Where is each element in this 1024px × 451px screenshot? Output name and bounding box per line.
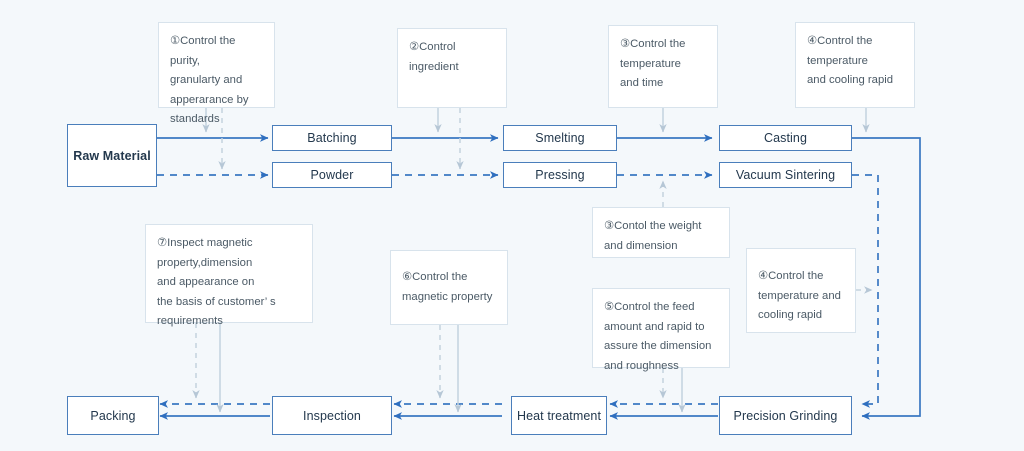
- note-control-feed-amount: ⑤Control the feed amount and rapid to as…: [592, 288, 730, 372]
- note-line: cooling rapid: [758, 309, 823, 321]
- process-raw-material[interactable]: Raw Material: [67, 124, 157, 187]
- note-line: and cooling rapid: [807, 74, 894, 86]
- note-line: assure the dimension: [604, 340, 712, 352]
- note-line: ⑤Control the feed: [604, 301, 695, 313]
- note-line: ④Control the: [807, 35, 873, 47]
- note-line: ④Control the: [758, 270, 824, 282]
- note-line: temperature and: [758, 289, 841, 302]
- note-line: property,dimension: [157, 256, 253, 269]
- link-sintering-to-grinding: [852, 174, 879, 408]
- note-control-raw-material: ①Control the purity, granularty and appe…: [158, 22, 275, 125]
- note-line: ③Contol the weight: [604, 220, 702, 232]
- note-control-temperature-cooling-top: ④Control the temperature and cooling rap…: [795, 22, 915, 108]
- note-line: granularty and: [170, 74, 243, 86]
- note-line: ⑦Inspect magnetic: [157, 237, 253, 249]
- note-line: the basis of customer’ s: [157, 295, 276, 308]
- note-line: apperarance by: [170, 93, 249, 106]
- note-line: and dimension: [604, 239, 678, 252]
- note-line: standards: [170, 113, 220, 125]
- note-control-temperature-cooling-right: ④Control the temperature and cooling rap…: [746, 248, 856, 333]
- process-powder[interactable]: Powder: [272, 162, 392, 188]
- note-control-magnetic-property: ⑥Control the magnetic property: [390, 250, 508, 325]
- note-line: amount and rapid to: [604, 320, 705, 333]
- process-smelting[interactable]: Smelting: [503, 125, 617, 151]
- process-casting[interactable]: Casting: [719, 125, 852, 151]
- note-control-ingredient: ②Control ingredient: [397, 28, 507, 108]
- link-casting-to-grinding: [852, 137, 921, 420]
- note-line: ⑥Control the: [402, 271, 468, 283]
- process-batching[interactable]: Batching: [272, 125, 392, 151]
- note-line: ②Control: [409, 41, 456, 53]
- note-line: and time: [620, 77, 664, 89]
- process-vacuum-sintering[interactable]: Vacuum Sintering: [719, 162, 852, 188]
- process-precision-grinding[interactable]: Precision Grinding: [719, 396, 852, 435]
- note-line: ①Control the purity,: [170, 35, 236, 67]
- note-control-temperature-time: ③Control the temperature and time: [608, 25, 718, 108]
- process-heat-treatment[interactable]: Heat treatment: [511, 396, 607, 435]
- note-line: ingredient: [409, 60, 459, 73]
- process-inspection[interactable]: Inspection: [272, 396, 392, 435]
- note-control-weight-dimension: ③Contol the weight and dimension: [592, 207, 730, 258]
- note-line: magnetic property: [402, 290, 493, 303]
- note-line: and appearance on: [157, 276, 255, 288]
- process-packing[interactable]: Packing: [67, 396, 159, 435]
- note-line: temperature: [620, 57, 681, 70]
- note-line: ③Control the: [620, 38, 686, 50]
- note-line: temperature: [807, 54, 868, 67]
- note-inspect-magnetic-property: ⑦Inspect magnetic property,dimension and…: [145, 224, 313, 327]
- process-pressing[interactable]: Pressing: [503, 162, 617, 188]
- note-line: requirements: [157, 315, 223, 327]
- note-line: and roughness: [604, 359, 679, 372]
